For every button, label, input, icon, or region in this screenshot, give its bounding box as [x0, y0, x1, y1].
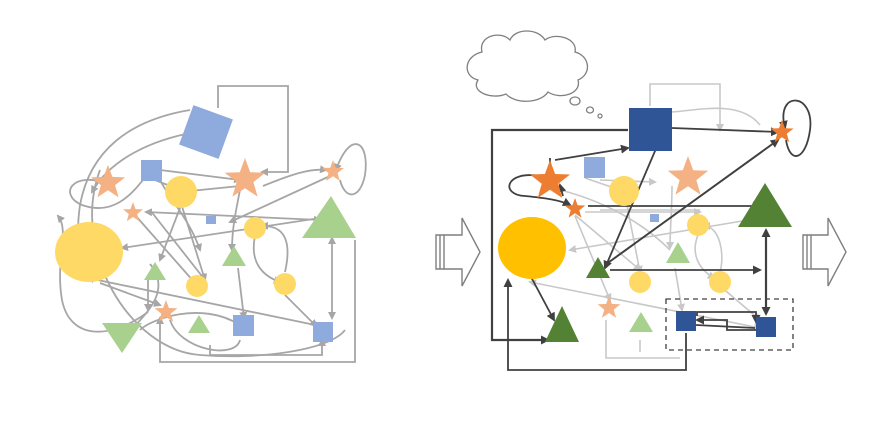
light-orange-star: [322, 160, 344, 181]
light-yellow-circle: [687, 214, 709, 236]
dark-orange-star: [770, 120, 794, 143]
main-connectors: [490, 99, 812, 371]
light-orange-star: [597, 296, 621, 318]
light-blue-square-large: [179, 105, 233, 159]
faint-connectors: [528, 83, 762, 359]
light-green-triangle: [188, 315, 210, 333]
dark-blue-square: [756, 317, 776, 337]
dark-yellow-circle-large: [498, 217, 566, 279]
light-yellow-circle: [244, 217, 266, 239]
dark-orange-star: [530, 160, 570, 198]
right-arrow-icon: [802, 217, 847, 287]
light-orange-star: [154, 300, 178, 322]
light-green-triangle: [222, 246, 246, 266]
dark-orange-star: [564, 198, 586, 218]
light-green-triangle: [629, 312, 653, 332]
light-green-triangle-large: [302, 196, 356, 238]
light-green-triangle-inverted: [102, 323, 142, 353]
organized-shapes: [498, 108, 794, 342]
dark-green-triangle: [586, 257, 610, 278]
light-blue-square: [313, 322, 333, 342]
dashed-group-box: [665, 298, 794, 351]
light-blue-square: [141, 160, 162, 181]
light-yellow-circle: [274, 273, 296, 295]
light-orange-star: [90, 165, 126, 198]
dark-blue-square-large: [629, 108, 672, 151]
organized-diagram: [466, 30, 812, 371]
light-green-triangle: [666, 242, 690, 263]
light-orange-star: [667, 156, 709, 195]
dark-green-triangle-large: [738, 183, 792, 227]
dark-blue-square: [676, 311, 696, 331]
light-yellow-circle: [609, 176, 639, 206]
light-blue-square-tiny: [206, 216, 216, 224]
light-yellow-circle: [629, 271, 651, 293]
light-yellow-circle: [709, 271, 731, 293]
light-orange-star: [224, 158, 266, 197]
dark-green-triangle: [545, 306, 579, 342]
light-blue-square-tiny: [650, 214, 659, 222]
tangled-shapes: [55, 105, 356, 353]
light-yellow-circle: [186, 275, 208, 297]
thought-cloud-icon: [466, 30, 603, 119]
light-orange-star: [123, 202, 143, 222]
tangled-diagram: [55, 85, 367, 363]
right-arrow-icon: [435, 217, 481, 287]
light-blue-square: [233, 315, 254, 336]
light-green-triangle: [144, 262, 166, 280]
light-blue-square: [584, 157, 605, 178]
light-yellow-circle: [165, 176, 197, 208]
light-yellow-circle-large: [55, 222, 123, 282]
